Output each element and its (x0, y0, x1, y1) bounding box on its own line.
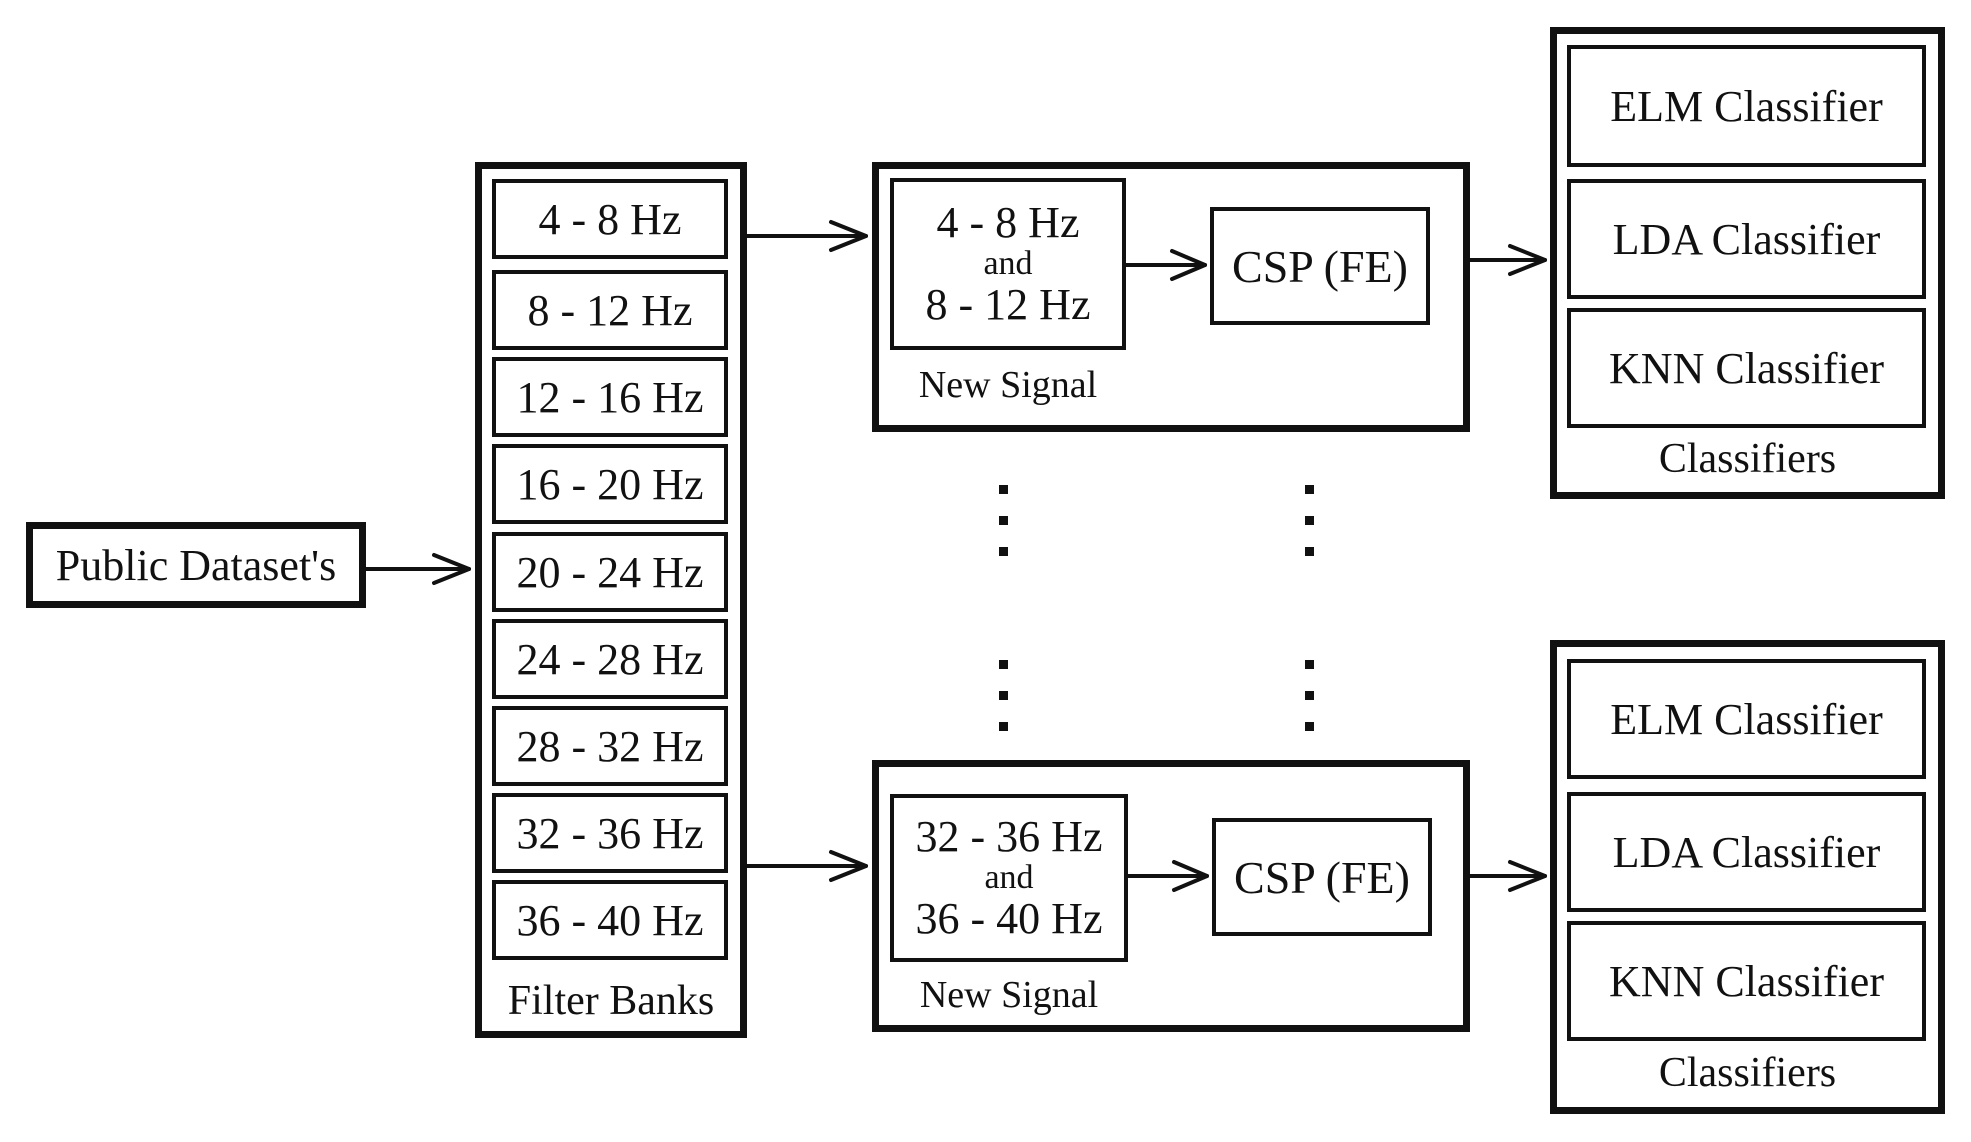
new-signal-bottom-band-b: 36 - 40 Hz (915, 894, 1103, 943)
classifier-bottom-elm: ELM Classifier (1567, 659, 1926, 779)
ellipsis-dots-right-upper (1305, 485, 1315, 578)
filter-band-3-label: 12 - 16 Hz (516, 372, 704, 422)
filter-band-7: 28 - 32 Hz (492, 706, 728, 786)
public-dataset-label: Public Dataset's (55, 540, 337, 590)
new-signal-top-caption: New Signal (918, 364, 1098, 406)
filter-band-5: 20 - 24 Hz (492, 532, 728, 612)
filter-band-8: 32 - 36 Hz (492, 793, 728, 873)
classifier-top-lda: LDA Classifier (1567, 179, 1926, 299)
filter-band-6: 24 - 28 Hz (492, 619, 728, 699)
new-signal-top-bands: 4 - 8 Hz and 8 - 12 Hz (890, 178, 1126, 350)
csp-fe-top-label: CSP (FE) (1232, 240, 1408, 292)
classifier-top-elm-label: ELM Classifier (1610, 81, 1883, 131)
new-signal-top-and: and (983, 245, 1033, 282)
filter-banks-caption: Filter Banks (507, 978, 715, 1024)
classifiers-bottom-caption: Classifiers (1658, 1050, 1837, 1096)
classifier-bottom-knn: KNN Classifier (1567, 921, 1926, 1041)
csp-fe-bottom-label: CSP (FE) (1234, 851, 1410, 903)
classifiers-top-caption: Classifiers (1658, 436, 1837, 482)
filter-band-9: 36 - 40 Hz (492, 880, 728, 960)
classifier-bottom-lda-label: LDA Classifier (1612, 827, 1881, 877)
filter-band-3: 12 - 16 Hz (492, 357, 728, 437)
filter-band-6-label: 24 - 28 Hz (516, 634, 704, 684)
filter-band-4-label: 16 - 20 Hz (516, 459, 704, 509)
new-signal-bottom-caption: New Signal (919, 974, 1099, 1016)
filter-band-9-label: 36 - 40 Hz (516, 895, 704, 945)
filter-band-1: 4 - 8 Hz (492, 179, 728, 259)
ellipsis-dots-left-lower (999, 660, 1009, 753)
filter-band-4: 16 - 20 Hz (492, 444, 728, 524)
new-signal-bottom-band-a: 32 - 36 Hz (915, 812, 1103, 861)
csp-fe-top: CSP (FE) (1210, 207, 1430, 325)
classifier-top-knn: KNN Classifier (1567, 308, 1926, 428)
filter-band-1-label: 4 - 8 Hz (538, 194, 682, 244)
filter-band-2: 8 - 12 Hz (492, 270, 728, 350)
new-signal-top-band-a: 4 - 8 Hz (936, 198, 1080, 247)
new-signal-bottom-bands: 32 - 36 Hz and 36 - 40 Hz (890, 794, 1128, 962)
new-signal-bottom-and: and (984, 859, 1034, 896)
classifier-bottom-elm-label: ELM Classifier (1610, 694, 1883, 744)
filter-band-2-label: 8 - 12 Hz (527, 285, 693, 335)
filter-band-8-label: 32 - 36 Hz (516, 808, 704, 858)
classifier-bottom-knn-label: KNN Classifier (1609, 956, 1884, 1006)
new-signal-top-band-b: 8 - 12 Hz (925, 280, 1091, 329)
public-dataset-box: Public Dataset's (26, 522, 366, 608)
csp-fe-bottom: CSP (FE) (1212, 818, 1432, 936)
classifier-top-lda-label: LDA Classifier (1612, 214, 1881, 264)
ellipsis-dots-right-lower (1305, 660, 1315, 753)
filter-band-7-label: 28 - 32 Hz (516, 721, 704, 771)
filter-band-5-label: 20 - 24 Hz (516, 547, 704, 597)
classifier-top-elm: ELM Classifier (1567, 45, 1926, 167)
classifier-bottom-lda: LDA Classifier (1567, 792, 1926, 912)
ellipsis-dots-left-upper (999, 485, 1009, 578)
classifier-top-knn-label: KNN Classifier (1609, 343, 1884, 393)
